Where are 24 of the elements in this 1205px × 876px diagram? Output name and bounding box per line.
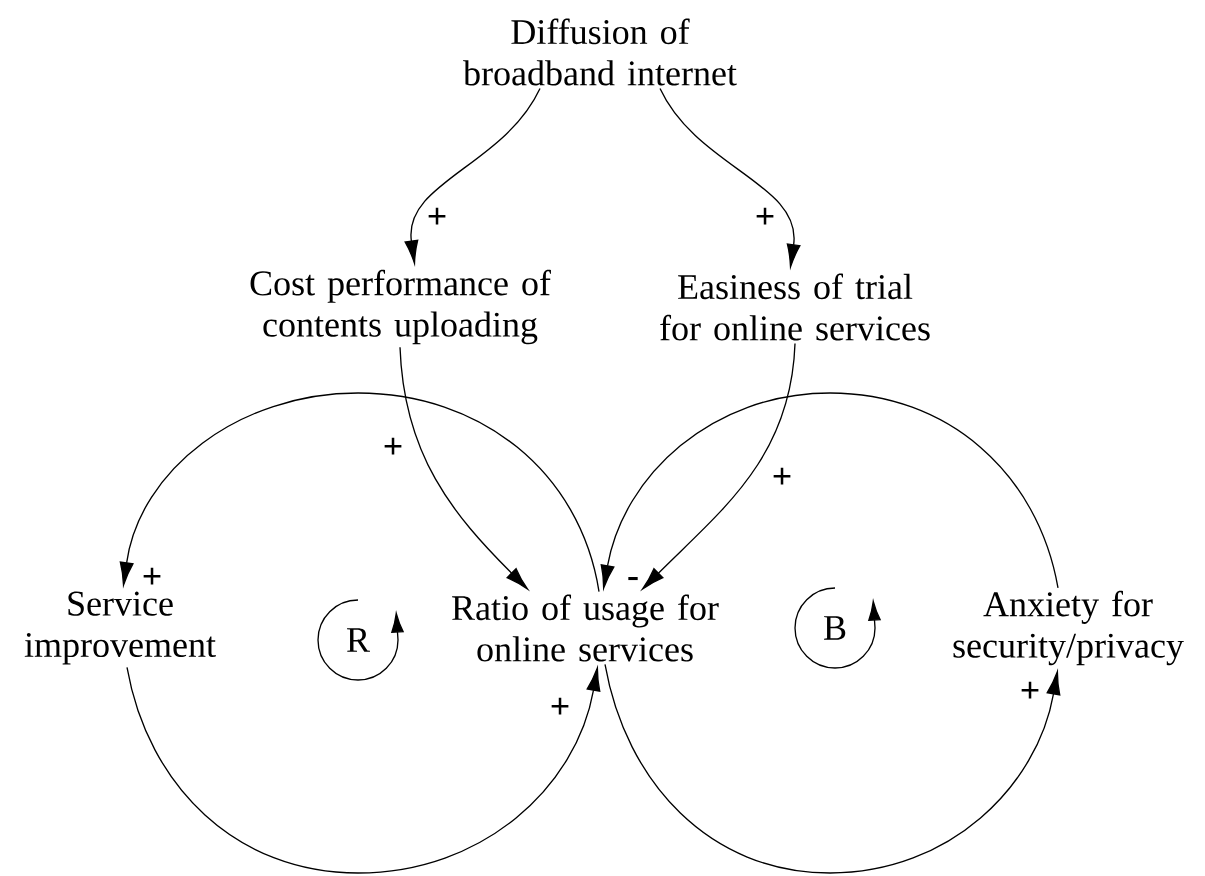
variable-label: Service improvement	[24, 591, 216, 665]
polarity-sign: +	[384, 437, 402, 455]
causal-arrow	[119, 392, 600, 593]
causal-arrow	[600, 392, 1059, 589]
causal-arrow	[126, 666, 601, 874]
loop-label: R	[347, 628, 370, 652]
polarity-sign: +	[773, 467, 791, 485]
causal-arrow	[399, 346, 529, 590]
variable-label: Easiness of trial for online services	[660, 273, 930, 341]
variable-label: Cost performance of contents uploading	[250, 269, 551, 345]
polarity-sign: +	[1021, 681, 1039, 699]
causal-arrow	[641, 342, 796, 590]
polarity-sign: -	[628, 577, 638, 581]
causal-arrow	[659, 87, 801, 268]
loop-label: B	[824, 616, 846, 640]
polarity-sign: +	[428, 207, 446, 225]
variable-label: Diffusion of broadband internet	[463, 18, 737, 86]
variable-label: Anxiety for security/privacy	[953, 590, 1184, 666]
variable-label: Ratio of usage for online services	[452, 594, 719, 662]
causal-arrow	[404, 87, 541, 264]
polarity-sign: +	[551, 697, 569, 715]
polarity-sign: +	[756, 207, 774, 225]
polarity-sign: +	[143, 567, 161, 585]
causal-arrow	[604, 663, 1061, 874]
